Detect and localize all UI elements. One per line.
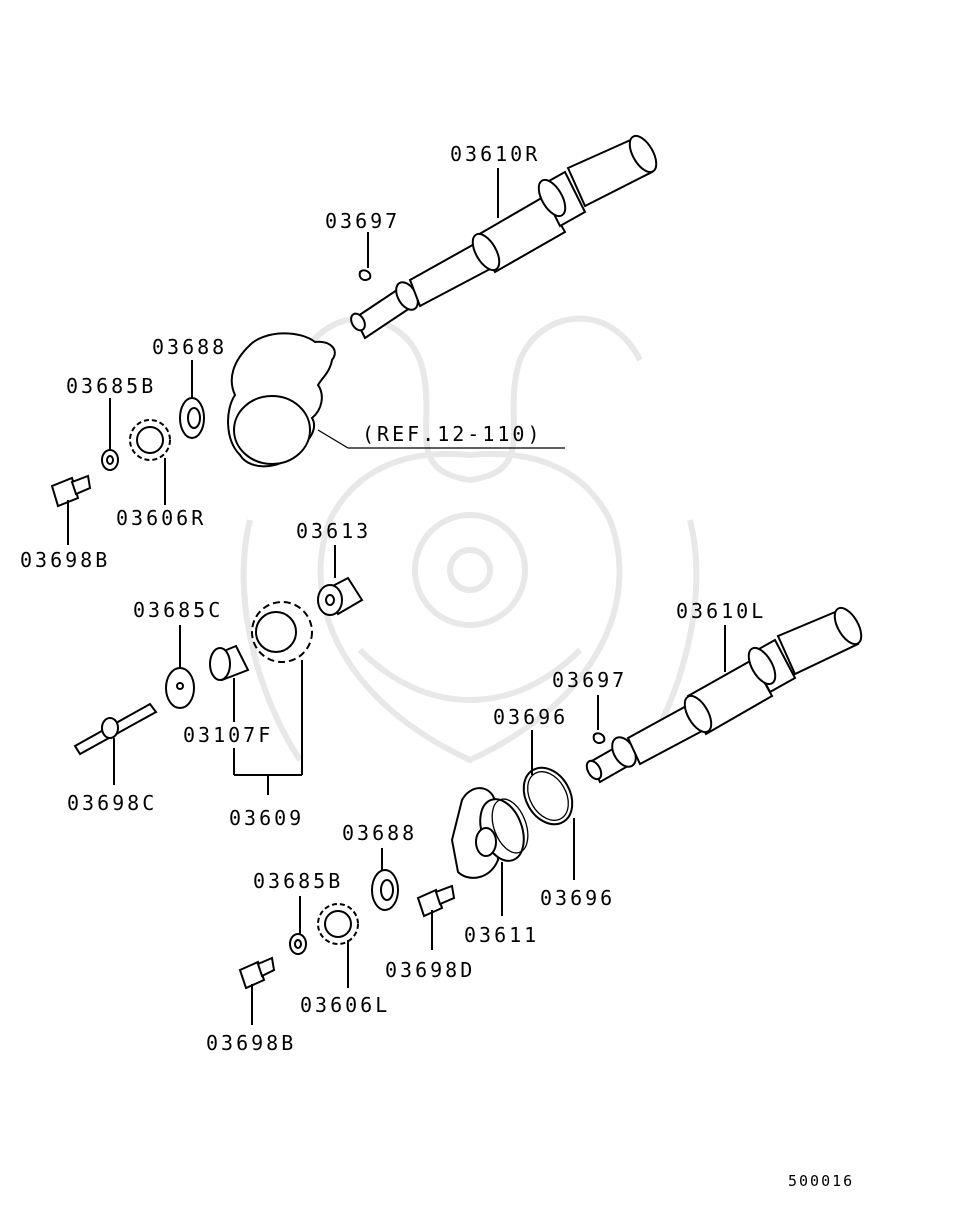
- bushing-03107F: [209, 644, 250, 682]
- washer-03685B-top: [101, 449, 119, 471]
- label-03688-bot: 03688: [342, 821, 417, 845]
- label-03613: 03613: [296, 519, 371, 543]
- gear-03606R: [129, 419, 171, 461]
- gear-03606L: [317, 903, 359, 945]
- label-03611: 03611: [464, 923, 539, 947]
- washer-03685B-bot: [289, 933, 307, 955]
- seal-03688-bot: [371, 869, 399, 911]
- bolt-03698B-bot: [238, 956, 276, 990]
- label-03606R: 03606R: [116, 506, 206, 530]
- housing-03611: [450, 787, 529, 879]
- label-03698B-bot: 03698B: [206, 1031, 296, 1055]
- watermark-logo: [240, 315, 700, 764]
- bushing-03613: [317, 576, 364, 616]
- bolt-03698B-top: [50, 474, 92, 508]
- shaft-03610L: [585, 606, 863, 784]
- label-03606L: 03606L: [300, 993, 390, 1017]
- key-03697-top: [358, 269, 372, 281]
- label-03696-top: 03696: [493, 705, 568, 729]
- label-03107F: 03107F: [183, 723, 273, 747]
- label-03610L: 03610L: [676, 599, 766, 623]
- label-03688-top: 03688: [152, 335, 227, 359]
- ref-arrow: [317, 429, 349, 449]
- label-03610R: 03610R: [450, 142, 540, 166]
- stud-03698C: [73, 702, 158, 756]
- label-03698D: 03698D: [385, 958, 475, 982]
- label-03698B-top: 03698B: [20, 548, 110, 572]
- label-03697-bot: 03697: [552, 668, 627, 692]
- label-ref: (REF.12-110): [362, 422, 543, 446]
- label-03696-bot: 03696: [540, 886, 615, 910]
- label-03609: 03609: [229, 806, 304, 830]
- label-03685C: 03685C: [133, 598, 223, 622]
- gear-03609: [251, 601, 313, 663]
- seal-03688-top: [179, 397, 205, 439]
- label-03685B-top: 03685B: [66, 374, 156, 398]
- bolt-03698D: [416, 884, 456, 918]
- label-03697-top: 03697: [325, 209, 400, 233]
- label-03698C: 03698C: [67, 791, 157, 815]
- cover-assembly: [227, 332, 336, 468]
- oring-03696: [522, 766, 574, 826]
- plate-03685C: [165, 667, 195, 709]
- shaft-03610R: [350, 134, 658, 340]
- label-03685B-bot: 03685B: [253, 869, 343, 893]
- figure-number: 500016: [788, 1172, 854, 1190]
- key-03697-bot: [592, 732, 606, 744]
